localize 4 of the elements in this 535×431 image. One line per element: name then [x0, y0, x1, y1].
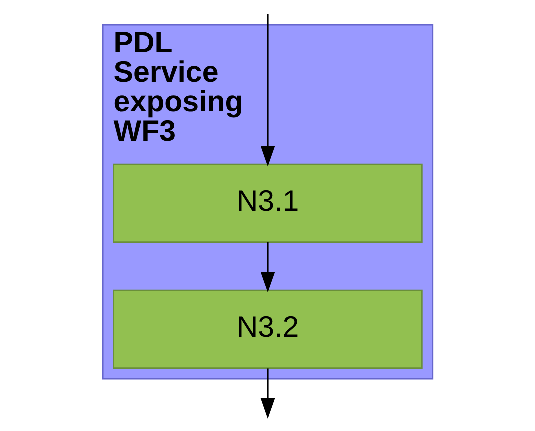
node-box: N3.2 — [112, 290, 422, 370]
arrow — [260, 14, 275, 167]
node-box: N3.1 — [112, 164, 422, 243]
arrow — [260, 242, 275, 293]
